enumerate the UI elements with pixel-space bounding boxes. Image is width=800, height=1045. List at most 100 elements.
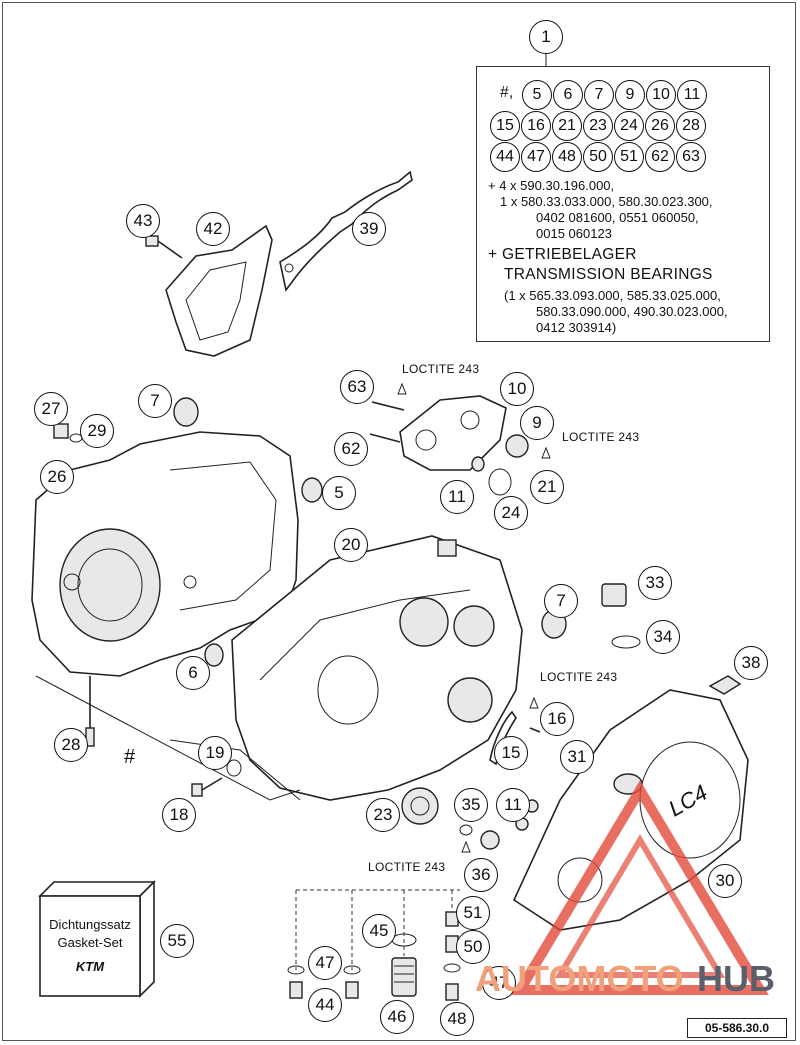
part-35-shape	[459, 824, 473, 836]
washer-47-shape-3	[443, 963, 461, 973]
callout-31: 31	[560, 740, 594, 774]
oil-plug-shape	[601, 583, 627, 607]
screw-63-shape	[371, 401, 405, 411]
kit-hash: #,	[500, 84, 514, 101]
watermark-text-dark: HUB	[697, 958, 775, 999]
retainer-hole-1	[415, 429, 437, 451]
callout-9: 9	[520, 406, 554, 440]
right-case-bore-2	[453, 605, 495, 647]
screw-16-shape	[529, 727, 541, 733]
kit-heading: + GETRIEBELAGER	[488, 246, 637, 263]
box-front	[39, 895, 141, 997]
loctite-drop-3	[461, 840, 471, 853]
left-case-bore	[59, 528, 161, 642]
left-case-bore-inner	[77, 548, 143, 622]
chain-guide-hole	[284, 263, 294, 273]
loctite-note: LOCTITE 243	[368, 860, 446, 874]
bearing-retainer-shape	[399, 395, 507, 471]
kit-item: 28	[676, 111, 706, 141]
kit-item: 7	[584, 80, 614, 110]
loctite-note: LOCTITE 243	[540, 670, 618, 684]
gasket-set-label-en: Gasket-Set	[57, 935, 123, 950]
bearing-9-shape	[505, 434, 529, 458]
kit-line: 0402 081600, 0551 060050,	[536, 210, 699, 225]
callout-47-right: 47	[482, 966, 516, 1000]
kit-item: 47	[521, 142, 551, 172]
kit-item: 44	[490, 142, 520, 172]
callout-27: 27	[34, 392, 68, 426]
box-side	[139, 880, 155, 998]
left-case-rib	[169, 461, 277, 611]
part-36-shape	[480, 830, 500, 850]
right-case-rib	[259, 589, 471, 681]
kit-item: 21	[552, 111, 582, 141]
left-case-boss	[63, 573, 81, 591]
callout-15: 15	[494, 736, 528, 770]
retainer-hole-2	[460, 410, 480, 430]
callout-39: 39	[352, 212, 386, 246]
kit-line: 0412 303914)	[536, 320, 617, 335]
callout-21: 21	[530, 470, 564, 504]
kit-item: 15	[490, 111, 520, 141]
callout-6: 6	[176, 656, 210, 690]
watermark-triangle	[511, 780, 769, 995]
callout-11-upper: 11	[440, 480, 474, 514]
callout-24: 24	[494, 496, 528, 530]
kit-line: 0015 060123	[536, 226, 612, 241]
sprocket-cover-rib	[185, 261, 247, 341]
kit-item: 10	[646, 80, 676, 110]
washer-19-shape	[226, 759, 242, 777]
bushing-shape	[173, 397, 199, 427]
kit-item: 9	[615, 80, 645, 110]
callout-7-upper: 7	[138, 384, 172, 418]
kit-item: 16	[521, 111, 551, 141]
gasket-set-label-de: Dichtungssatz	[49, 917, 131, 932]
callout-7-right: 7	[544, 584, 578, 618]
screw-62-shape	[369, 433, 401, 443]
screw-18-shape	[191, 783, 203, 797]
right-case-bore-1	[399, 597, 449, 647]
plug-48-shape	[445, 983, 459, 1001]
callout-29: 29	[80, 414, 114, 448]
callout-35: 35	[454, 788, 488, 822]
kit-item: 63	[676, 142, 706, 172]
loctite-note: LOCTITE 243	[402, 362, 480, 376]
loctite-drop	[397, 382, 407, 395]
callout-43: 43	[126, 204, 160, 238]
callout-11-lower: 11	[496, 788, 530, 822]
loctite-drop-2	[541, 446, 551, 459]
kit-line: + 4 x 590.30.196.000,	[488, 178, 615, 193]
callout-38: 38	[734, 646, 768, 680]
bearing-23-shape	[401, 787, 439, 825]
callout-5: 5	[322, 476, 356, 510]
callout-48: 48	[440, 1002, 474, 1036]
callout-20: 20	[334, 528, 368, 562]
kit-line: (1 x 565.33.093.000, 585.33.025.000,	[504, 288, 721, 303]
loctite-drop-4	[529, 696, 539, 709]
callout-10: 10	[500, 372, 534, 406]
kit-item: 51	[614, 142, 644, 172]
clutch-cover-ring	[557, 857, 603, 903]
callout-62: 62	[334, 432, 368, 466]
right-case-bore-3	[447, 677, 493, 723]
screw-head-shape	[145, 235, 159, 247]
plug-44-shape	[289, 981, 303, 999]
oil-screen-shape	[391, 957, 417, 997]
callout-16: 16	[540, 702, 574, 736]
kit-item: 23	[583, 111, 613, 141]
kit-line: 580.33.090.000, 490.30.023.000,	[536, 304, 728, 319]
callout-51: 51	[456, 896, 490, 930]
callout-47-left: 47	[308, 946, 342, 980]
washer-47-shape-2	[343, 965, 361, 975]
kit-item: 48	[552, 142, 582, 172]
part-38-shape	[708, 675, 742, 695]
seal-24-shape	[488, 468, 512, 496]
kit-item: 26	[645, 111, 675, 141]
callout-44: 44	[308, 988, 342, 1022]
callout-50: 50	[456, 930, 490, 964]
callout-42: 42	[196, 212, 230, 246]
callout-36: 36	[464, 858, 498, 892]
